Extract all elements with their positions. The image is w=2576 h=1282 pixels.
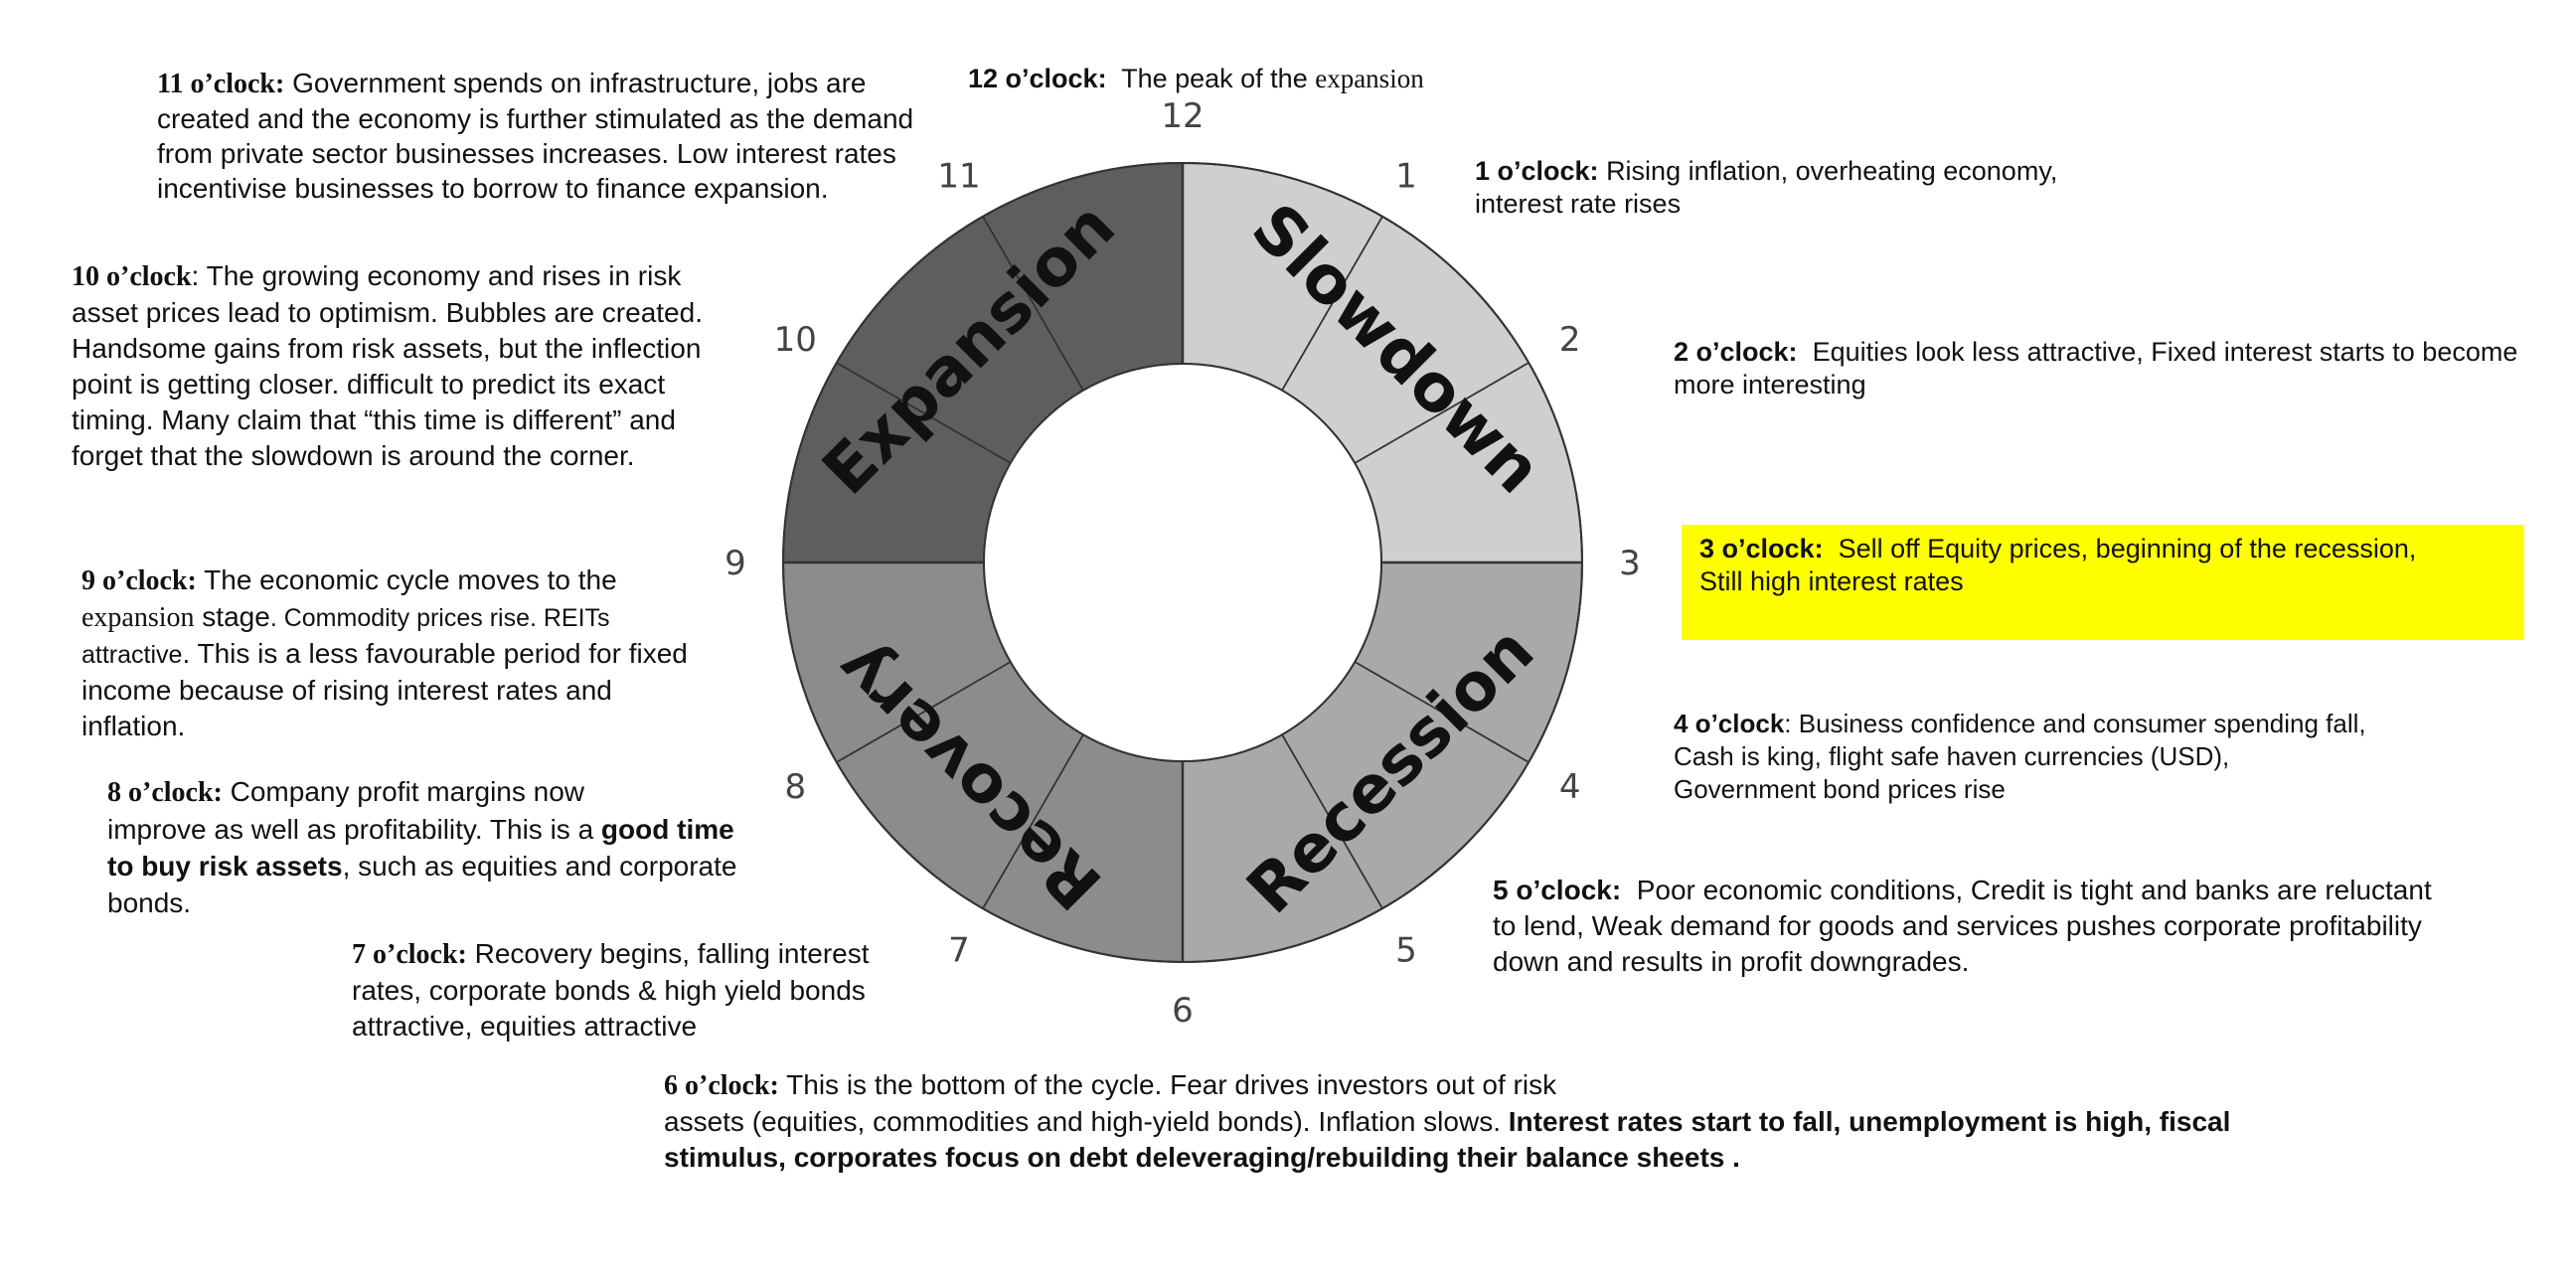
- note-11-text-c: from private sector businesses increases…: [157, 138, 896, 169]
- hour-label-6: 6: [1172, 991, 1194, 1031]
- note-6-bold-2: stimulus, corporates focus on debt delev…: [664, 1142, 1740, 1173]
- note-4-heading: 4 o’clock: [1674, 709, 1785, 738]
- note-12-text: The peak of the: [1121, 64, 1316, 93]
- note-7-text-b: rates, corporate bonds & high yield bond…: [352, 975, 866, 1006]
- note-11-text-b: created and the economy is further stimu…: [157, 103, 914, 134]
- hour-divider: [1281, 733, 1383, 909]
- note-10-text-b: asset prices lead to optimism. Bubbles a…: [72, 297, 703, 328]
- note-3-text: Sell off Equity prices, beginning of the…: [1838, 534, 2417, 563]
- note-10-text: : The growing economy and rises in risk: [191, 260, 682, 291]
- note-4-text-c: Government bond prices rise: [1674, 774, 2006, 804]
- note-6-bold-1: Interest rates start to fall, unemployme…: [1508, 1106, 2231, 1137]
- hour-divider: [1354, 661, 1530, 763]
- highlight-box-3: [1682, 525, 2524, 640]
- note-9-text-c: . This is a less favourable period for f…: [182, 638, 688, 669]
- note-2-heading: 2 o’clock:: [1674, 337, 1798, 367]
- note-9-text: The economic cycle moves to the: [204, 564, 617, 595]
- note-7-heading: 7 o’clock:: [352, 939, 467, 970]
- hour-label-11: 11: [937, 156, 980, 196]
- hour-label-9: 9: [724, 544, 746, 583]
- hour-label-7: 7: [948, 931, 970, 971]
- note-8-text-c: , such as equities and corporate: [342, 851, 737, 881]
- note-2-text-b: more interesting: [1674, 370, 1866, 400]
- note-10-text-d: point is getting closer. difficult to pr…: [72, 369, 666, 400]
- note-3-text-b: Still high interest rates: [1699, 566, 1964, 596]
- note-4-text: : Business confidence and consumer spend…: [1784, 709, 2366, 738]
- hour-divider: [836, 362, 1012, 464]
- note-2-oclock: 2 o’clock: Equities look less attractive…: [1674, 336, 2517, 401]
- note-2-text: Equities look less attractive, Fixed int…: [1812, 337, 2518, 367]
- note-11-heading: 11 o’clock:: [157, 69, 285, 99]
- note-6-text-b: assets (equities, commodities and high-y…: [664, 1106, 1509, 1137]
- hour-divider: [836, 661, 1012, 763]
- note-6-oclock: 6 o’clock: This is the bottom of the cyc…: [664, 1067, 2230, 1176]
- hour-divider: [982, 216, 1084, 392]
- note-4-text-b: Cash is king, flight safe haven currenci…: [1674, 741, 2230, 771]
- note-9-small-b: . Commodity prices rise. REITs: [269, 604, 610, 632]
- note-8-text-d: bonds.: [107, 887, 192, 918]
- note-8-text: Company profit margins now: [230, 776, 585, 807]
- hour-label-2: 2: [1559, 320, 1581, 360]
- note-5-text: Poor economic conditions, Credit is tigh…: [1636, 875, 2432, 905]
- note-8-bold-2: to buy risk assets: [107, 851, 343, 881]
- hour-divider: [1281, 216, 1383, 392]
- note-1-heading: 1 o’clock:: [1475, 156, 1599, 186]
- hour-label-10: 10: [774, 320, 817, 360]
- note-12-text-serif: expansion: [1315, 64, 1424, 93]
- note-12-heading: 12 o’clock:: [968, 64, 1107, 93]
- note-10-heading: 10 o’clock: [72, 261, 192, 292]
- note-10-text-c: Handsome gains from risk assets, but the…: [72, 333, 702, 364]
- note-7-text: Recovery begins, falling interest: [474, 938, 870, 969]
- note-5-text-c: down and results in profit downgrades.: [1493, 946, 1970, 977]
- note-10-text-e: timing. Many claim that “this time is di…: [72, 404, 676, 435]
- note-7-text-c: attractive, equities attractive: [352, 1011, 698, 1042]
- note-9-serif-word: expansion: [81, 602, 195, 633]
- note-1-text: Rising inflation, overheating economy,: [1606, 156, 2058, 186]
- hour-label-3: 3: [1619, 544, 1641, 583]
- note-6-heading: 6 o’clock:: [664, 1070, 779, 1101]
- note-3-oclock: 3 o’clock: Sell off Equity prices, begin…: [1699, 533, 2416, 598]
- note-1-text-b: interest rate rises: [1475, 189, 1682, 219]
- note-9-small-c: attractive: [81, 641, 183, 669]
- hour-label-1: 1: [1395, 156, 1417, 196]
- note-10-oclock: 10 o’clock: The growing economy and rise…: [72, 258, 703, 474]
- note-4-oclock: 4 o’clock: Business confidence and consu…: [1674, 708, 2366, 806]
- note-7-oclock: 7 o’clock: Recovery begins, falling inte…: [352, 936, 870, 1044]
- note-8-heading: 8 o’clock:: [107, 777, 223, 808]
- note-11-text-d: incentivise businesses to borrow to fina…: [157, 173, 829, 204]
- note-5-oclock: 5 o’clock: Poor economic conditions, Cre…: [1493, 873, 2432, 980]
- note-3-heading: 3 o’clock:: [1699, 534, 1824, 563]
- note-8-oclock: 8 o’clock: Company profit margins now im…: [107, 773, 736, 921]
- note-11-text: Government spends on infrastructure, job…: [292, 68, 867, 98]
- note-9-oclock: 9 o’clock: The economic cycle moves to t…: [81, 562, 688, 744]
- note-1-oclock: 1 o’clock: Rising inflation, overheating…: [1475, 155, 2057, 221]
- note-8-bold-1: good time: [600, 814, 734, 845]
- hour-divider: [1354, 362, 1530, 464]
- hour-label-8: 8: [784, 767, 806, 807]
- note-9-text-b: stage: [194, 601, 270, 632]
- hour-label-5: 5: [1395, 931, 1417, 971]
- note-9-heading: 9 o’clock:: [81, 565, 197, 596]
- note-6-text: This is the bottom of the cycle. Fear dr…: [786, 1069, 1557, 1100]
- note-9-text-e: inflation.: [81, 711, 186, 741]
- note-12-oclock: 12 o’clock: The peak of the expansion: [968, 62, 1424, 95]
- note-10-text-f: forget that the slowdown is around the c…: [72, 440, 635, 471]
- hour-divider: [982, 733, 1084, 909]
- note-5-text-b: to lend, Weak demand for goods and servi…: [1493, 910, 2422, 941]
- note-11-oclock: 11 o’clock: Government spends on infrast…: [157, 66, 913, 206]
- note-9-text-d: income because of rising interest rates …: [81, 675, 612, 706]
- hour-label-4: 4: [1559, 767, 1581, 807]
- note-5-heading: 5 o’clock:: [1493, 875, 1622, 905]
- note-8-text-b: improve as well as profitability. This i…: [107, 814, 601, 845]
- hour-label-12: 12: [1161, 96, 1204, 136]
